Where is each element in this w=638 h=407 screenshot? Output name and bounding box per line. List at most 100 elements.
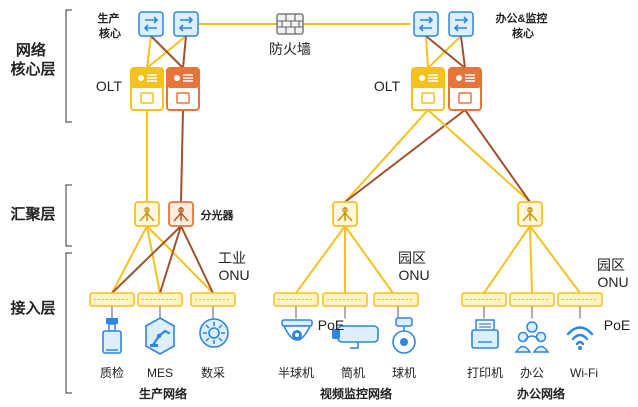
olt-right-group xyxy=(411,67,482,111)
olt-icon-left-yellow xyxy=(130,67,164,111)
onu-video-2 xyxy=(322,292,368,307)
splitter-icon-office xyxy=(517,201,543,227)
onu-video-3 xyxy=(373,292,419,307)
olt-icon-right-yellow xyxy=(411,67,445,111)
bullet-camera-icon xyxy=(332,325,379,349)
section-office-label: 办公网络 xyxy=(517,386,565,401)
olt-right-label: OLT xyxy=(374,78,401,94)
layer-aggregation-label: 汇聚层 xyxy=(10,206,55,223)
link-ps2-onu1 xyxy=(111,225,182,294)
link-ps1-onu1 xyxy=(111,225,148,294)
splitters xyxy=(134,201,543,227)
campus-onu-1-line2: ONU xyxy=(398,267,429,283)
production-core-line1: 生产 xyxy=(97,11,119,25)
production-core-label: 生产 核心 xyxy=(97,11,122,40)
switch-icon-left-core-1 xyxy=(138,11,164,37)
link-lolt-splitter-o xyxy=(180,109,184,203)
link-os-onu2 xyxy=(529,225,533,294)
ball-camera-icon xyxy=(392,317,416,354)
quality-inspection-icon xyxy=(102,318,122,354)
splitter-icon-prod-yellow xyxy=(134,201,160,227)
industrial-onu-line1: 工业 xyxy=(218,250,246,266)
poe-label-1: PoE xyxy=(318,317,344,333)
device-printer-label: 打印机 xyxy=(467,366,503,380)
device-office-label: 办公 xyxy=(520,365,544,380)
link-rcore-olt-o1 xyxy=(425,35,466,69)
link-rolt-splitter-v2 xyxy=(344,109,466,203)
data-collection-icon xyxy=(199,318,229,348)
onu-office-3 xyxy=(557,292,603,307)
link-rcore-olt-o2 xyxy=(460,35,466,69)
office-core-line1: 办公&监控 xyxy=(495,11,547,25)
layer-core-line1: 网络 xyxy=(16,41,46,59)
layer-access-label: 接入层 xyxy=(10,299,55,317)
onu-video-1 xyxy=(273,292,319,307)
device-mes-label: MES xyxy=(147,366,173,380)
device-data-label: 数采 xyxy=(201,365,225,380)
link-lcore-olt-o2 xyxy=(182,35,187,69)
onu-prod-3 xyxy=(190,292,236,307)
device-labels: 质检 MES 数采 半球机 筒机 球机 打印机 办公 Wi-Fi xyxy=(100,365,598,380)
splitter-label: 分光器 xyxy=(201,208,235,222)
production-core-line2: 核心 xyxy=(99,26,121,40)
olt-left-group xyxy=(130,67,200,111)
onu-boxes xyxy=(89,292,603,307)
industrial-onu-label: 工业 ONU xyxy=(218,250,250,283)
dome-camera-icon xyxy=(281,319,313,341)
olt-left-label: OLT xyxy=(96,78,123,94)
onu-prod-1 xyxy=(89,292,135,307)
section-video-label: 视频监控网络 xyxy=(320,386,392,401)
poe-label-2: PoE xyxy=(604,317,630,333)
core-switches xyxy=(138,11,474,37)
link-os-onu3 xyxy=(529,225,581,294)
olt-icon-left-orange xyxy=(166,67,200,111)
device-ball-label: 球机 xyxy=(392,366,416,380)
layer-brackets xyxy=(65,9,72,394)
firewall-label: 防火墙 xyxy=(269,41,311,57)
switch-icon-left-core-2 xyxy=(173,11,199,37)
campus-onu-2-line1: 园区 xyxy=(597,257,625,273)
link-lcore-olt-o1 xyxy=(150,35,184,69)
link-ps1-onu2 xyxy=(146,225,161,294)
link-vs-onu1 xyxy=(295,225,346,294)
link-rolt-splitter-o2 xyxy=(464,109,531,203)
campus-onu-label-2: 园区 ONU xyxy=(597,257,629,290)
layer-core-label: 网络 核心层 xyxy=(10,41,55,78)
firewall-icon xyxy=(276,13,304,35)
device-wifi-label: Wi-Fi xyxy=(570,366,598,380)
onu-office-2 xyxy=(509,292,555,307)
layer-core-line2: 核心层 xyxy=(10,60,55,78)
switch-icon-right-core-2 xyxy=(448,11,474,37)
campus-onu-1-line1: 园区 xyxy=(398,250,426,266)
olt-icon-right-orange xyxy=(448,67,482,111)
device-dome-label: 半球机 xyxy=(278,366,314,380)
office-core-line2: 核心 xyxy=(512,26,534,40)
office-users-icon xyxy=(514,321,550,353)
splitter-icon-prod-orange xyxy=(168,201,194,227)
link-rolt-splitter-v1 xyxy=(344,109,429,203)
section-labels: 生产网络 视频监控网络 办公网络 xyxy=(139,386,565,401)
device-quality-label: 质检 xyxy=(100,365,124,380)
printer-icon xyxy=(471,319,499,349)
link-rcore-olt-y1 xyxy=(425,35,429,69)
device-bullet-label: 筒机 xyxy=(341,365,365,380)
connection-lines xyxy=(111,23,581,319)
onu-prod-2 xyxy=(137,292,183,307)
link-ps2-onu2 xyxy=(159,225,182,294)
link-os-onu1 xyxy=(483,225,531,294)
campus-onu-2-line2: ONU xyxy=(597,274,628,290)
mes-robot-icon xyxy=(145,317,175,355)
link-rolt-splitter-o1 xyxy=(427,109,531,203)
link-lcore-olt-y1 xyxy=(146,35,152,69)
splitter-icon-video xyxy=(332,201,358,227)
switch-icon-right-core-1 xyxy=(413,11,439,37)
industrial-onu-line2: ONU xyxy=(218,267,249,283)
link-ps1-onu3 xyxy=(146,225,214,294)
link-ps2-onu3 xyxy=(180,225,214,294)
onu-office-1 xyxy=(461,292,507,307)
campus-onu-label-1: 园区 ONU xyxy=(398,250,430,283)
terminal-icons xyxy=(102,317,594,355)
wifi-icon xyxy=(566,326,594,350)
section-production-label: 生产网络 xyxy=(139,386,187,401)
